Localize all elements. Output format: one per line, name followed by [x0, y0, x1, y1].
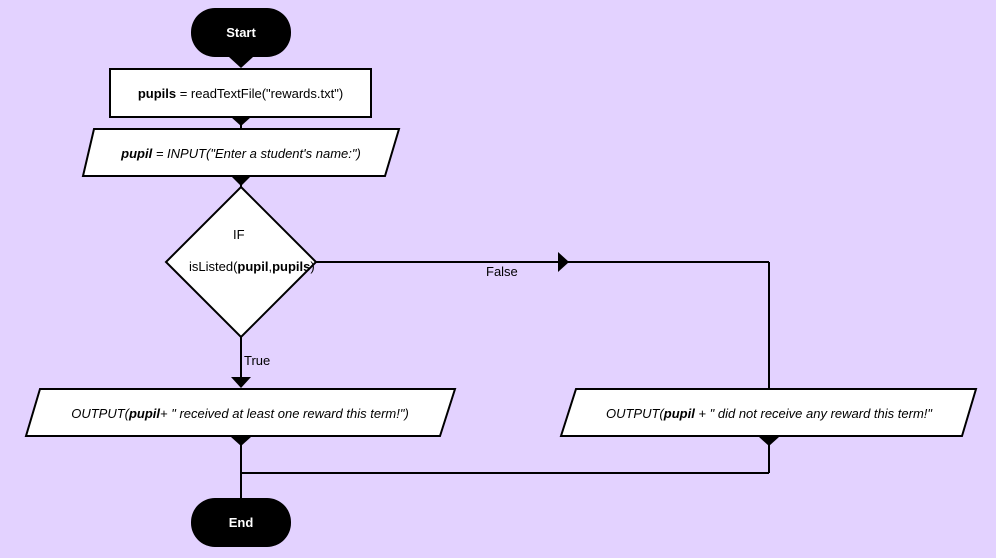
arrowheads: [229, 57, 779, 446]
start-terminal: Start: [191, 8, 291, 57]
decision-arg2: pupils: [272, 259, 311, 274]
arrowhead-output-true: [231, 437, 251, 446]
decision-keyword: IF: [233, 227, 245, 242]
decision-sep: ,: [268, 259, 273, 274]
assign-text: pupils = readTextFile("rewards.txt"): [138, 86, 343, 101]
arrowhead-output-false: [759, 437, 779, 446]
arrowhead-assign: [231, 117, 251, 126]
output-true-var: pupil: [128, 405, 161, 421]
decision-func: isListed(: [189, 259, 238, 274]
input-expr: = INPUT("Enter a student's name:"): [152, 145, 361, 161]
decision-close: ): [310, 259, 315, 274]
arrowhead-input: [231, 176, 251, 186]
arrowhead-true: [231, 377, 251, 388]
output-true-text: OUTPUT(pupil+ " received at least one re…: [30, 389, 450, 437]
output-false-rest: + " did not receive any reward this term…: [694, 405, 933, 421]
decision-condition: isListed(pupil,pupils): [189, 259, 315, 274]
output-false-parallelogram: [559, 388, 978, 437]
false-branch-label: False: [486, 264, 518, 279]
output-true-rest: + " received at least one reward this te…: [160, 405, 409, 421]
output-true-prefix: OUTPUT(: [71, 405, 129, 421]
end-label: End: [228, 515, 254, 530]
output-false-prefix: OUTPUT(: [605, 405, 664, 421]
assign-expr: = readTextFile("rewards.txt"): [176, 85, 344, 101]
true-branch-label: True: [244, 353, 271, 368]
input-parallelogram: [81, 128, 401, 177]
assign-process-box: pupils = readTextFile("rewards.txt"): [109, 68, 372, 118]
decision-diamond: [164, 185, 318, 339]
arrowhead-false: [558, 252, 569, 272]
start-label: Start: [226, 25, 256, 40]
output-true-parallelogram: [24, 388, 457, 437]
arrowhead-start: [229, 57, 253, 68]
input-var: pupil: [121, 145, 153, 161]
end-terminal: End: [191, 498, 291, 547]
input-text: pupil = INPUT("Enter a student's name:"): [85, 129, 397, 177]
output-false-text: OUTPUT(pupil + " did not receive any rew…: [565, 389, 973, 437]
connector-lines: [240, 117, 770, 499]
assign-var: pupils: [137, 85, 177, 101]
decision-arg1: pupil: [237, 259, 269, 274]
output-false-var: pupil: [663, 405, 695, 421]
